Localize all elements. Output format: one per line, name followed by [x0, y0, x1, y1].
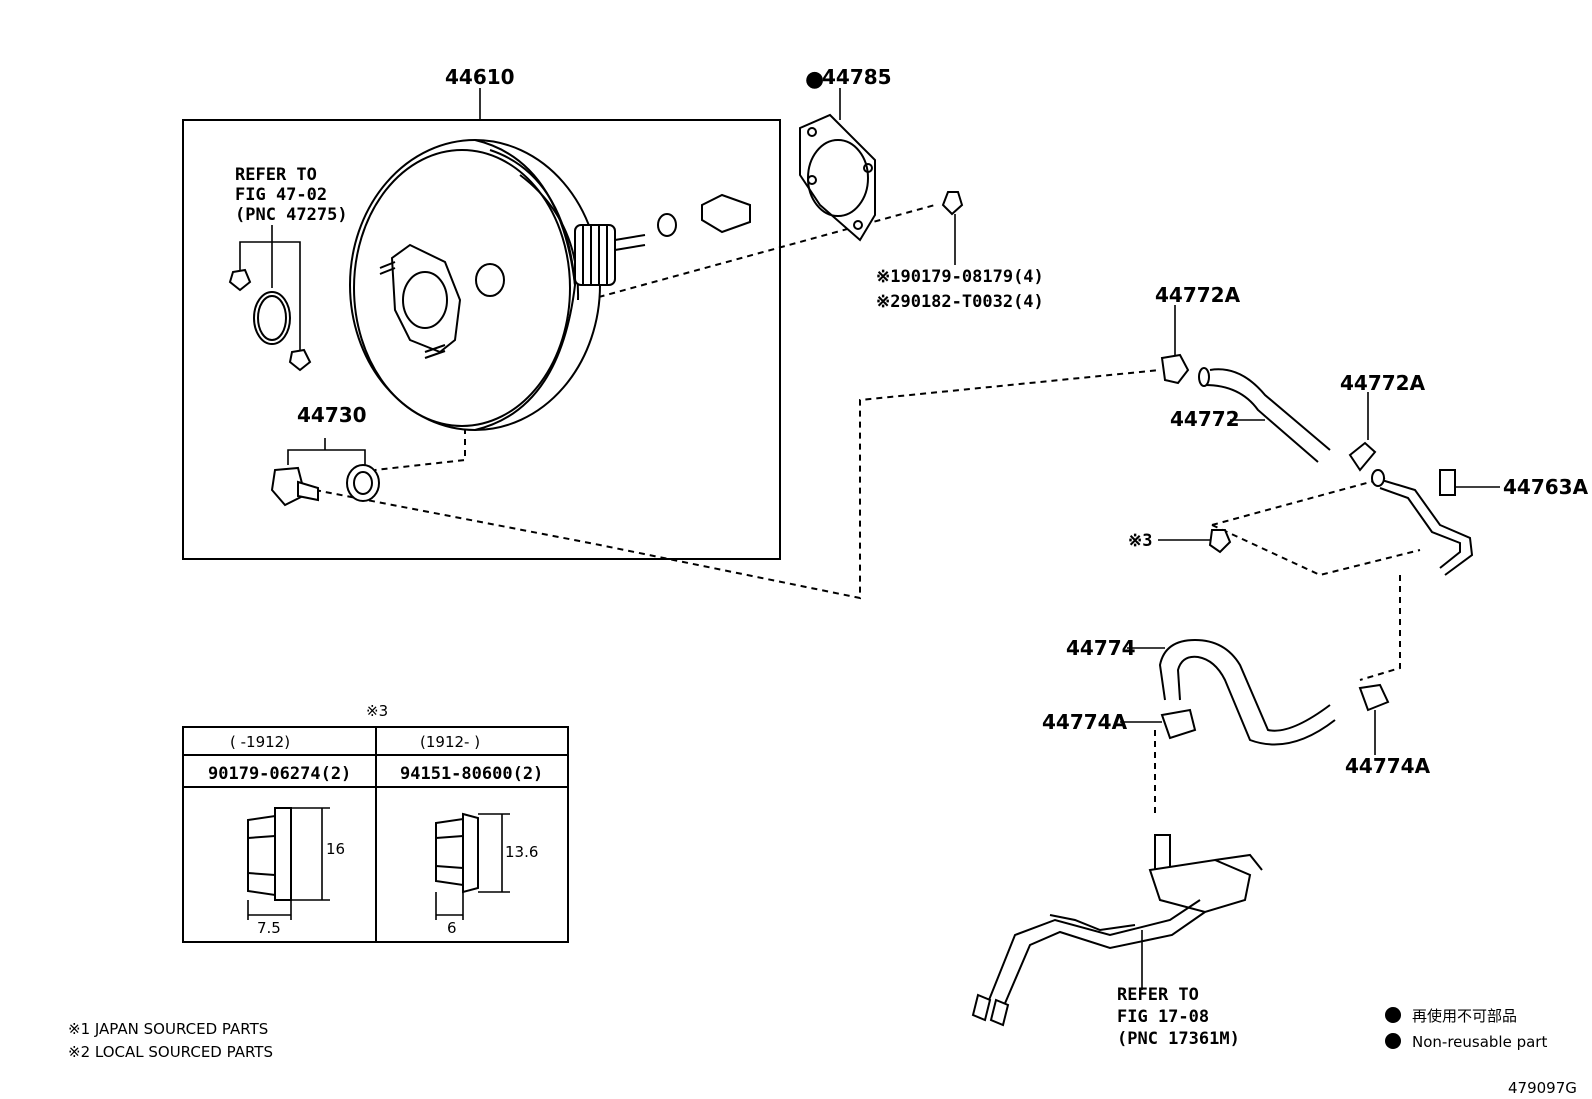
refer-top-line2: FIG 47-02	[235, 185, 327, 205]
hose-44772	[1198, 367, 1331, 463]
gasket-44785	[799, 113, 876, 242]
refer-top-line3: (PNC 47275)	[235, 205, 348, 225]
label-44774a-left: 44774A	[1042, 710, 1128, 734]
legend-dot-2	[1385, 1033, 1401, 1049]
bolt-spec-table: ※3 ( -1912) (1912- ) 90179-06274(2) 9415…	[182, 702, 569, 943]
label-44785: 44785	[822, 65, 892, 89]
label-44774: 44774	[1066, 636, 1136, 660]
col1-height-value: 16	[326, 840, 345, 858]
label-44610: 44610	[445, 65, 515, 89]
refer-bottom-line1: REFER TO	[1117, 985, 1199, 1005]
legend-dot-1	[1385, 1007, 1401, 1023]
col2-range: (1912- )	[420, 733, 480, 751]
brake-booster	[349, 139, 646, 431]
clamp-44772a-lower	[1348, 392, 1377, 472]
note-90182: ※290182-T0032(4)	[876, 292, 1044, 312]
clamp-44774a-right	[1358, 683, 1390, 755]
label-44772a-lower: 44772A	[1340, 371, 1426, 395]
label-44730: 44730	[297, 403, 367, 427]
refer-top-line1: REFER TO	[235, 165, 317, 185]
note-90179: ※190179-08179(4)	[876, 267, 1044, 287]
pipe-assembly-bottom	[971, 834, 1263, 1027]
col1-part-number: 90179-06274(2)	[208, 764, 351, 784]
legend: 再使用不可部品 Non-reusable part	[1385, 1007, 1547, 1051]
legend-item-en: Non-reusable part	[1412, 1033, 1547, 1051]
label-44772a-upper: 44772A	[1155, 283, 1241, 307]
figure-id: 479097G	[1508, 1079, 1577, 1097]
footnote-local: ※2 LOCAL SOURCED PARTS	[68, 1043, 273, 1061]
non-reusable-marker: ●	[805, 67, 824, 92]
footnote-japan: ※1 JAPAN SOURCED PARTS	[68, 1020, 268, 1038]
refer-parts-top	[228, 225, 312, 372]
check-valve-44730	[270, 438, 380, 507]
col2-part-number: 94151-80600(2)	[400, 764, 543, 784]
legend-item-jp: 再使用不可部品	[1412, 1007, 1517, 1025]
col1-range: ( -1912)	[230, 733, 290, 751]
hose-44774	[1127, 638, 1336, 746]
refer-bottom-line2: FIG 17-08	[1117, 1007, 1209, 1027]
nut-ref3	[1158, 529, 1232, 554]
pipe-44763a	[1371, 469, 1500, 576]
col2-width-value: 6	[447, 919, 457, 937]
booster-assembly-frame	[182, 119, 781, 560]
refer-bottom-line3: (PNC 17361M)	[1117, 1029, 1240, 1049]
label-ref3: ※3	[1128, 531, 1152, 551]
label-44763a: 44763A	[1503, 475, 1589, 499]
table-title: ※3	[366, 702, 388, 720]
col2-height-value: 13.6	[505, 843, 538, 861]
clamp-44774a-left	[1120, 708, 1197, 740]
clevis	[657, 193, 751, 237]
col1-width-value: 7.5	[257, 919, 281, 937]
label-44774a-right: 44774A	[1345, 754, 1431, 778]
label-44772: 44772	[1170, 407, 1240, 431]
flange-nut	[941, 191, 964, 265]
clamp-44772a-upper	[1160, 305, 1190, 385]
